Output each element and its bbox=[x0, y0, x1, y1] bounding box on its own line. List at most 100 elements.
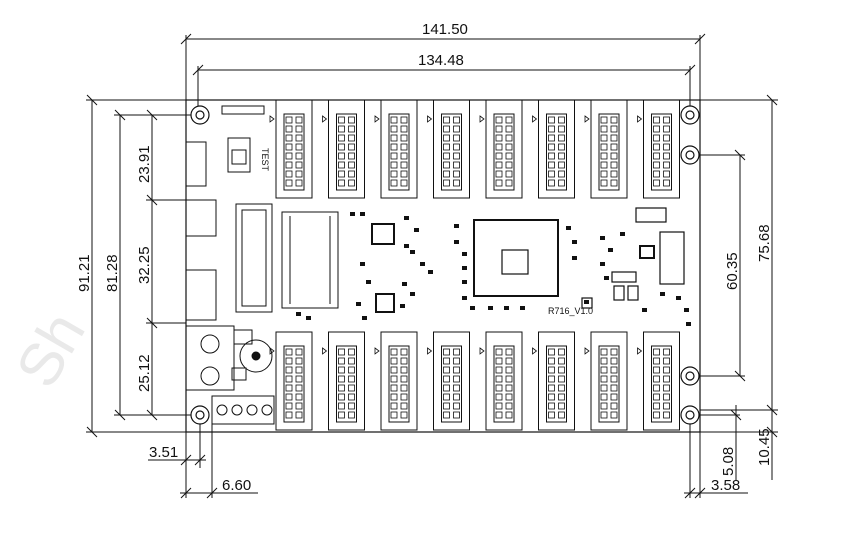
smd-part bbox=[414, 228, 419, 232]
small-ic-left-2 bbox=[231, 367, 247, 381]
dimension-lines bbox=[86, 33, 778, 499]
smd-part bbox=[410, 250, 415, 254]
tall-connector-inner bbox=[241, 209, 267, 307]
smd-part bbox=[400, 304, 405, 308]
hub-connector-bottom-3 bbox=[374, 331, 418, 431]
watermark-text: Sh bbox=[3, 301, 98, 398]
small-part-a bbox=[581, 297, 593, 309]
dim-lower-section: 25.12 bbox=[136, 354, 153, 392]
hub-connector-top-3 bbox=[374, 99, 418, 199]
hub-connectors-bottom bbox=[269, 331, 680, 431]
hub-connector-top-1 bbox=[269, 99, 313, 199]
smd-part bbox=[454, 224, 459, 228]
smd-part bbox=[306, 316, 311, 320]
power-jack-lower bbox=[200, 366, 220, 386]
long-chip bbox=[281, 211, 339, 309]
smd-part bbox=[366, 280, 371, 284]
right-chip-top bbox=[635, 207, 667, 223]
smd-part bbox=[404, 244, 409, 248]
smd-part bbox=[584, 300, 589, 304]
hub-connector-top-7 bbox=[584, 99, 628, 199]
smd-part bbox=[356, 302, 361, 306]
dim-left-hole-x: 3.51 bbox=[149, 444, 178, 461]
smd-part bbox=[462, 252, 467, 256]
test-button-label: TEST bbox=[260, 148, 270, 172]
smd-part bbox=[454, 240, 459, 244]
smd-part bbox=[684, 308, 689, 312]
hub-connector-top-4 bbox=[427, 99, 470, 199]
mounting-holes bbox=[190, 105, 700, 425]
dim-right-hole-x: 3.58 bbox=[711, 477, 740, 494]
smd-part bbox=[676, 296, 681, 300]
dim-right-upper-spacing: 75.68 bbox=[756, 224, 773, 262]
mounting-hole-top-left bbox=[190, 105, 210, 125]
smd-part bbox=[660, 292, 665, 296]
dim-middle-section: 32.25 bbox=[136, 246, 153, 284]
smd-part bbox=[566, 226, 571, 230]
smd-part bbox=[402, 282, 407, 286]
right-chip-a bbox=[611, 271, 637, 283]
dim-right-bottom-offset: 10.45 bbox=[756, 428, 773, 466]
right-header bbox=[659, 231, 685, 285]
dim-right-mid-spacing: 60.35 bbox=[724, 252, 741, 290]
right-chip-c bbox=[627, 285, 639, 301]
mounting-hole-bottom-right bbox=[680, 405, 700, 425]
right-chip-b bbox=[613, 285, 625, 301]
mounting-hole-bottom-left bbox=[190, 405, 210, 425]
top-small-header bbox=[221, 105, 265, 115]
smd-part bbox=[462, 296, 467, 300]
smd-part bbox=[296, 312, 301, 316]
smd-part bbox=[642, 308, 647, 312]
mounting-hole-right-upper bbox=[680, 145, 700, 165]
smd-part bbox=[604, 276, 609, 280]
smd-part bbox=[470, 306, 475, 310]
mounting-hole-top-right bbox=[680, 105, 700, 125]
small-ic-left bbox=[233, 329, 253, 345]
main-chip-center bbox=[501, 249, 529, 275]
dim-upper-section: 23.91 bbox=[136, 145, 153, 183]
hub-connector-bottom-7 bbox=[584, 331, 628, 431]
mounting-hole-right-lower bbox=[680, 366, 700, 386]
smd-part bbox=[360, 262, 365, 266]
smd-part bbox=[428, 270, 433, 274]
hub-connector-bottom-6 bbox=[532, 331, 575, 431]
smd-part bbox=[572, 240, 577, 244]
smd-part bbox=[410, 292, 415, 296]
dim-hole-spacing-width: 134.48 bbox=[418, 52, 464, 69]
ic-upper bbox=[371, 223, 395, 245]
test-button-frame bbox=[227, 137, 251, 173]
hub-connector-bottom-2 bbox=[322, 331, 365, 431]
hub-connector-top-6 bbox=[532, 99, 575, 199]
dim-right-hole-offset: 5.08 bbox=[720, 447, 737, 476]
side-port-upper bbox=[185, 199, 217, 237]
dim-left-edge-offset: 6.60 bbox=[222, 477, 251, 494]
smd-part bbox=[572, 256, 577, 260]
smd-part bbox=[686, 322, 691, 326]
ic-right bbox=[639, 245, 655, 259]
smd-part bbox=[462, 266, 467, 270]
dimension-labels: 141.50 134.48 91.21 81.28 23.91 32.25 25… bbox=[76, 21, 773, 494]
hub-connector-bottom-1 bbox=[269, 331, 313, 431]
hub-connector-bottom-5 bbox=[479, 331, 523, 431]
power-jack-block bbox=[185, 325, 235, 391]
smd-components bbox=[296, 212, 691, 326]
smd-part bbox=[620, 232, 625, 236]
hub-connector-bottom-4 bbox=[427, 331, 470, 431]
smd-part bbox=[360, 212, 365, 216]
smd-part bbox=[362, 316, 367, 320]
left-components bbox=[185, 105, 339, 425]
smd-part bbox=[488, 306, 493, 310]
smd-part bbox=[420, 262, 425, 266]
dim-overall-height: 91.21 bbox=[76, 254, 93, 292]
hub-connector-bottom-8 bbox=[637, 331, 680, 431]
capacitor bbox=[239, 339, 273, 373]
side-port-lower bbox=[185, 269, 217, 321]
left-small-header bbox=[185, 141, 207, 187]
smd-part bbox=[350, 212, 355, 216]
smd-part bbox=[520, 306, 525, 310]
smd-part bbox=[404, 216, 409, 220]
tall-connector bbox=[235, 203, 273, 313]
board-model-label: R716_V1.0 bbox=[548, 306, 593, 316]
dim-overall-width: 141.50 bbox=[422, 21, 468, 38]
